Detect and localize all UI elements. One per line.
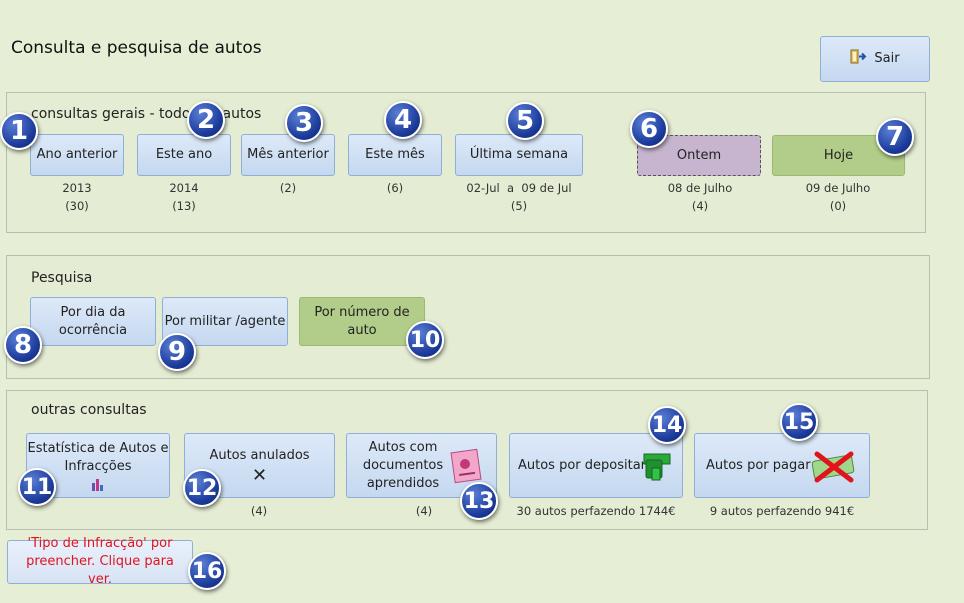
previous-month-button[interactable]: Mês anterior <box>241 134 335 176</box>
search-title: Pesquisa <box>31 270 93 286</box>
badge-9: 9 <box>158 333 196 371</box>
unpaid-autos-info: 9 autos perfazendo 941€ <box>709 504 855 518</box>
badge-16: 16 <box>188 552 226 590</box>
other-queries-title: outras consultas <box>31 402 147 418</box>
unpaid-autos-button[interactable]: Autos por pagar <box>694 433 870 498</box>
previous-month-info: (2) <box>279 181 297 195</box>
badge-7: 7 <box>876 118 914 156</box>
badge-10: 10 <box>406 321 444 359</box>
pending-infraction-type-button[interactable]: 'Tipo de Infracção' por preencher. Cliqu… <box>7 536 193 587</box>
badge-4: 4 <box>384 101 422 139</box>
this-month-button[interactable]: Este mês <box>348 134 442 176</box>
cancelled-autos-button[interactable]: Autos anulados ✕ <box>184 433 335 498</box>
badge-5: 5 <box>506 102 544 140</box>
this-month-info: (6) <box>386 181 404 195</box>
badge-13: 13 <box>460 482 498 520</box>
badge-3: 3 <box>285 104 323 142</box>
x-mark-icon: ✕ <box>251 464 268 486</box>
page-title: Consulta e pesquisa de autos <box>11 38 262 58</box>
this-year-info: 2014(13) <box>169 181 199 213</box>
by-occurrence-day-button[interactable]: Por dia da ocorrência <box>30 297 156 346</box>
yesterday-info: 08 de Julho(4) <box>667 181 733 213</box>
badge-8: 8 <box>4 326 42 364</box>
last-week-button[interactable]: Última semana <box>455 134 583 176</box>
money-crossed-icon <box>807 448 859 492</box>
badge-1: 1 <box>0 112 38 150</box>
this-year-button[interactable]: Este ano <box>137 134 231 176</box>
door-exit-icon <box>850 49 867 70</box>
bar-chart-icon <box>90 477 106 497</box>
badge-11: 11 <box>18 468 56 506</box>
badge-12: 12 <box>183 469 221 507</box>
pending-deposit-info: 30 autos perfazendo 1744€ <box>516 504 676 518</box>
pending-deposit-button[interactable]: Autos por depositar <box>509 433 683 498</box>
by-auto-number-button[interactable]: Por número de auto <box>299 297 425 346</box>
badge-2: 2 <box>187 101 225 139</box>
document-seized-icon <box>450 448 482 490</box>
today-info: 09 de Julho(0) <box>805 181 871 213</box>
badge-6: 6 <box>630 110 668 148</box>
exit-button-label: Sair <box>874 51 900 66</box>
cancelled-autos-info: (4) <box>250 504 268 518</box>
general-queries-title: consultas gerais - todos os autos <box>31 106 262 122</box>
previous-year-info: 2013(30) <box>62 181 92 213</box>
today-button[interactable]: Hoje <box>772 135 905 176</box>
last-week-info: 02-Jul a 09 de Jul(5) <box>466 181 572 213</box>
badge-15: 15 <box>780 403 818 441</box>
exit-button[interactable]: Sair <box>820 36 930 82</box>
money-green-icon <box>642 450 674 488</box>
seized-documents-info: (4) <box>415 504 433 518</box>
previous-year-button[interactable]: Ano anterior <box>30 134 124 176</box>
badge-14: 14 <box>648 406 686 444</box>
